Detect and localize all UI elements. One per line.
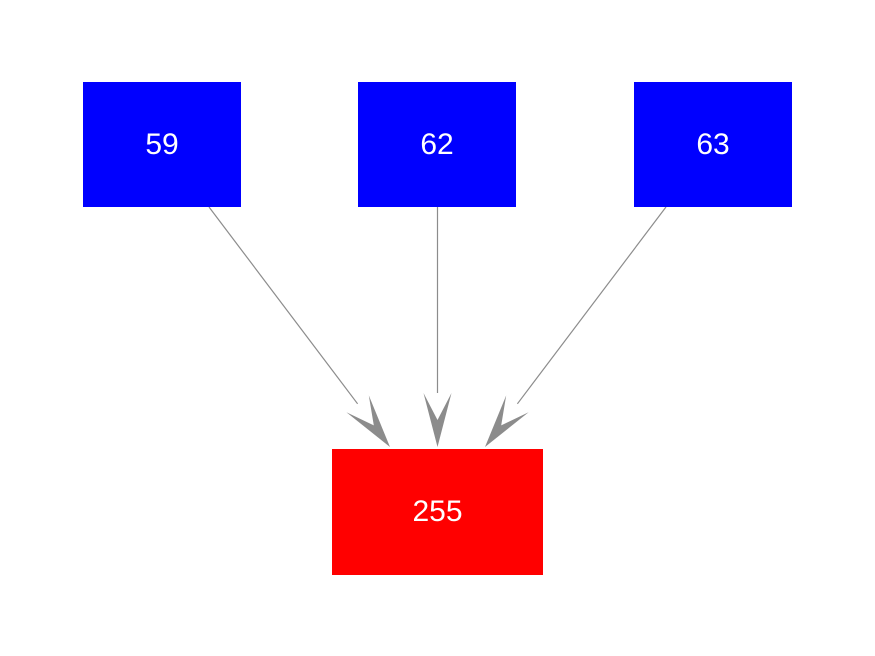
node-63-label: 63 [696, 127, 730, 161]
node-255[interactable]: 255 [332, 449, 543, 575]
edge-59-to-255 [208, 206, 359, 405]
node-59[interactable]: 59 [83, 82, 241, 207]
node-255-label: 255 [412, 495, 463, 528]
node-62-label: 62 [420, 127, 454, 161]
arrowhead-icon [423, 393, 452, 447]
node-63[interactable]: 63 [634, 82, 792, 207]
arrowhead-icon [346, 395, 390, 447]
node-62[interactable]: 62 [358, 82, 516, 207]
node-59-label: 59 [145, 127, 179, 161]
edge-63-to-255 [516, 206, 667, 405]
arrowhead-icon [485, 395, 529, 447]
